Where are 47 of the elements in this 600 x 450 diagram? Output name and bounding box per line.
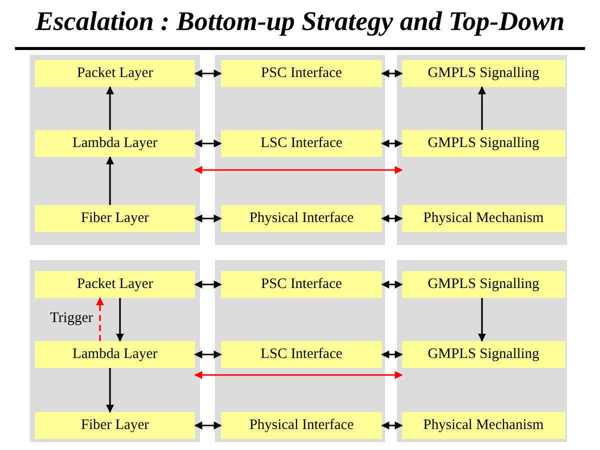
- layer-box: LSC Interface: [221, 130, 382, 157]
- panel-background: [30, 55, 200, 245]
- arrow: [106, 86, 114, 130]
- layer-box: Physical Interface: [221, 412, 382, 439]
- layer-box: GMPLS Signalling: [402, 341, 565, 368]
- layer-box: Packet Layer: [35, 60, 195, 87]
- layer-box: Physical Mechanism: [402, 205, 565, 232]
- arrow: [194, 280, 222, 288]
- panel-background: [397, 55, 567, 245]
- layer-box: LSC Interface: [221, 341, 382, 368]
- arrow: [381, 280, 403, 288]
- arrow: [381, 140, 403, 148]
- arrow: [96, 297, 104, 341]
- edge-label: Trigger: [50, 310, 93, 326]
- layer-box: Packet Layer: [35, 271, 195, 298]
- arrow: [116, 298, 124, 342]
- arrow: [194, 166, 403, 174]
- panel-background: [30, 260, 200, 442]
- layer-box: Lambda Layer: [35, 130, 195, 157]
- layer-box: GMPLS Signalling: [402, 271, 565, 298]
- arrow: [194, 371, 403, 379]
- layer-box: Physical Mechanism: [402, 412, 565, 439]
- panel-background: [215, 55, 385, 245]
- layer-box: Physical Interface: [221, 205, 382, 232]
- layer-box: PSC Interface: [221, 271, 382, 298]
- arrow: [478, 86, 486, 130]
- arrow: [106, 156, 114, 205]
- panel-background: [397, 260, 567, 442]
- arrow: [478, 298, 486, 342]
- arrow: [194, 70, 222, 78]
- layer-box: Fiber Layer: [35, 205, 195, 232]
- layer-box: PSC Interface: [221, 60, 382, 87]
- arrow: [194, 422, 222, 430]
- layer-box: Fiber Layer: [35, 412, 195, 439]
- title: Escalation : Bottom-up Strategy and Top-Down: [34, 6, 566, 37]
- layer-box: GMPLS Signalling: [402, 60, 565, 87]
- layer-box: Lambda Layer: [35, 341, 195, 368]
- arrow: [381, 70, 403, 78]
- arrow: [381, 214, 403, 222]
- layer-box: GMPLS Signalling: [402, 130, 565, 157]
- arrow: [381, 422, 403, 430]
- arrow: [194, 214, 222, 222]
- panel-background: [215, 260, 385, 442]
- arrow: [381, 350, 403, 358]
- arrow: [194, 140, 222, 148]
- arrow: [194, 350, 222, 358]
- arrow: [106, 368, 114, 413]
